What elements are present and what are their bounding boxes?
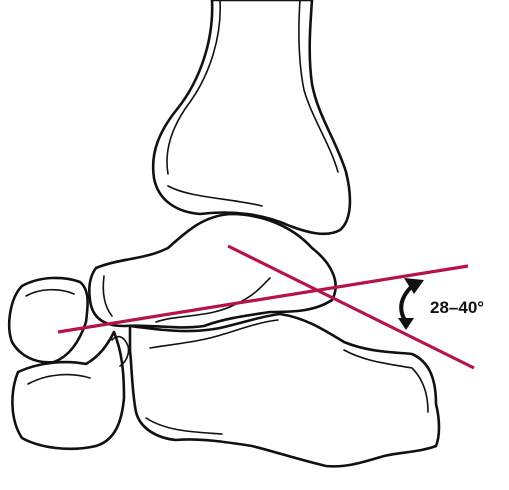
- talus: [87, 212, 337, 329]
- angle-lines: [57, 244, 475, 370]
- angle-label: 28–40°: [430, 298, 484, 317]
- talocalcaneal-axis-line: [57, 264, 469, 334]
- talar-axis-line: [227, 244, 475, 370]
- navicular: [8, 276, 89, 364]
- calcaneus: [128, 312, 441, 468]
- tibia: [151, 0, 352, 236]
- cuboid: [11, 330, 130, 451]
- curved-double-arrow-icon: [398, 278, 424, 330]
